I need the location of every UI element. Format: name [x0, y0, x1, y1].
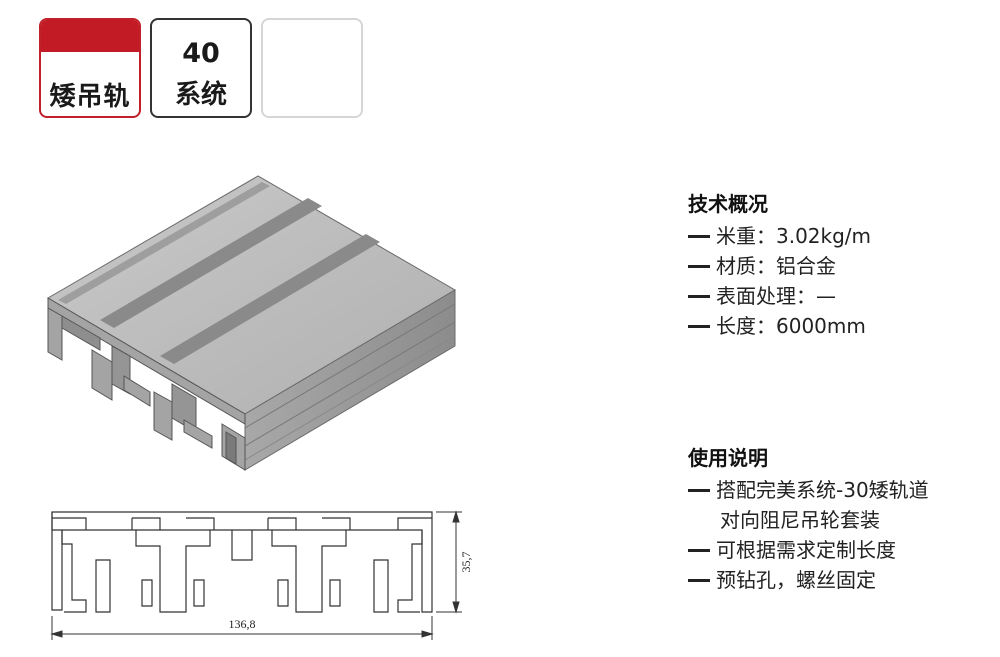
- tag-red-band: [41, 20, 139, 52]
- tech-line-surface: 表面处理：—: [688, 281, 871, 311]
- tag-system-number: 40: [182, 38, 220, 69]
- dash-icon: [688, 265, 710, 268]
- dash-icon: [688, 295, 710, 298]
- tech-surface-text: 表面处理：—: [716, 284, 836, 308]
- height-dimension-label: 35,7: [459, 552, 473, 573]
- dash-icon: [688, 549, 710, 552]
- usage-line-pairing-cont: 对向阻尼吊轮套装: [720, 508, 880, 532]
- tech-line-material: 材质：铝合金: [688, 251, 871, 281]
- dimension-lines: [50, 510, 462, 640]
- tag-system-word: 系统: [174, 80, 227, 110]
- tech-line-weight: 米重：3.02kg/m: [688, 221, 871, 251]
- tag-type: 矮吊轨: [39, 18, 141, 118]
- tech-weight-text: 米重：3.02kg/m: [716, 224, 872, 248]
- tech-title: 技术概况: [688, 192, 768, 216]
- rail-front-profile: [47, 297, 246, 471]
- profile-outline: [51, 511, 433, 613]
- usage-drill-text: 预钻孔，螺丝固定: [716, 568, 876, 592]
- dash-icon: [688, 235, 710, 238]
- tag-empty: [261, 18, 363, 118]
- usage-title: 使用说明: [688, 446, 768, 470]
- rail-side-face: [244, 289, 456, 471]
- tag-type-label: 矮吊轨: [49, 82, 131, 112]
- tag-system: 40 系统: [150, 18, 252, 118]
- dash-icon: [688, 579, 710, 582]
- usage-line-custom: 可根据需求定制长度: [688, 535, 929, 565]
- usage-pairing-text: 搭配完美系统-30矮轨道: [716, 478, 929, 502]
- dash-icon: [688, 489, 710, 492]
- usage-custom-text: 可根据需求定制长度: [716, 538, 896, 562]
- tech-line-length: 长度：6000mm: [688, 311, 871, 341]
- usage-line-drill: 预钻孔，螺丝固定: [688, 565, 929, 595]
- usage-instructions: 使用说明 搭配完美系统-30矮轨道 对向阻尼吊轮套装 可根据需求定制长度 预钻孔…: [688, 442, 929, 595]
- dash-icon: [688, 325, 710, 328]
- width-dimension-label: 136,8: [229, 617, 256, 631]
- usage-line-pairing: 搭配完美系统-30矮轨道: [688, 475, 929, 505]
- tech-overview: 技术概况 米重：3.02kg/m 材质：铝合金 表面处理：— 长度：6000mm: [688, 188, 871, 341]
- rail-top-surface: [47, 175, 456, 415]
- tech-length-text: 长度：6000mm: [716, 314, 866, 338]
- tech-material-text: 材质：铝合金: [716, 254, 836, 278]
